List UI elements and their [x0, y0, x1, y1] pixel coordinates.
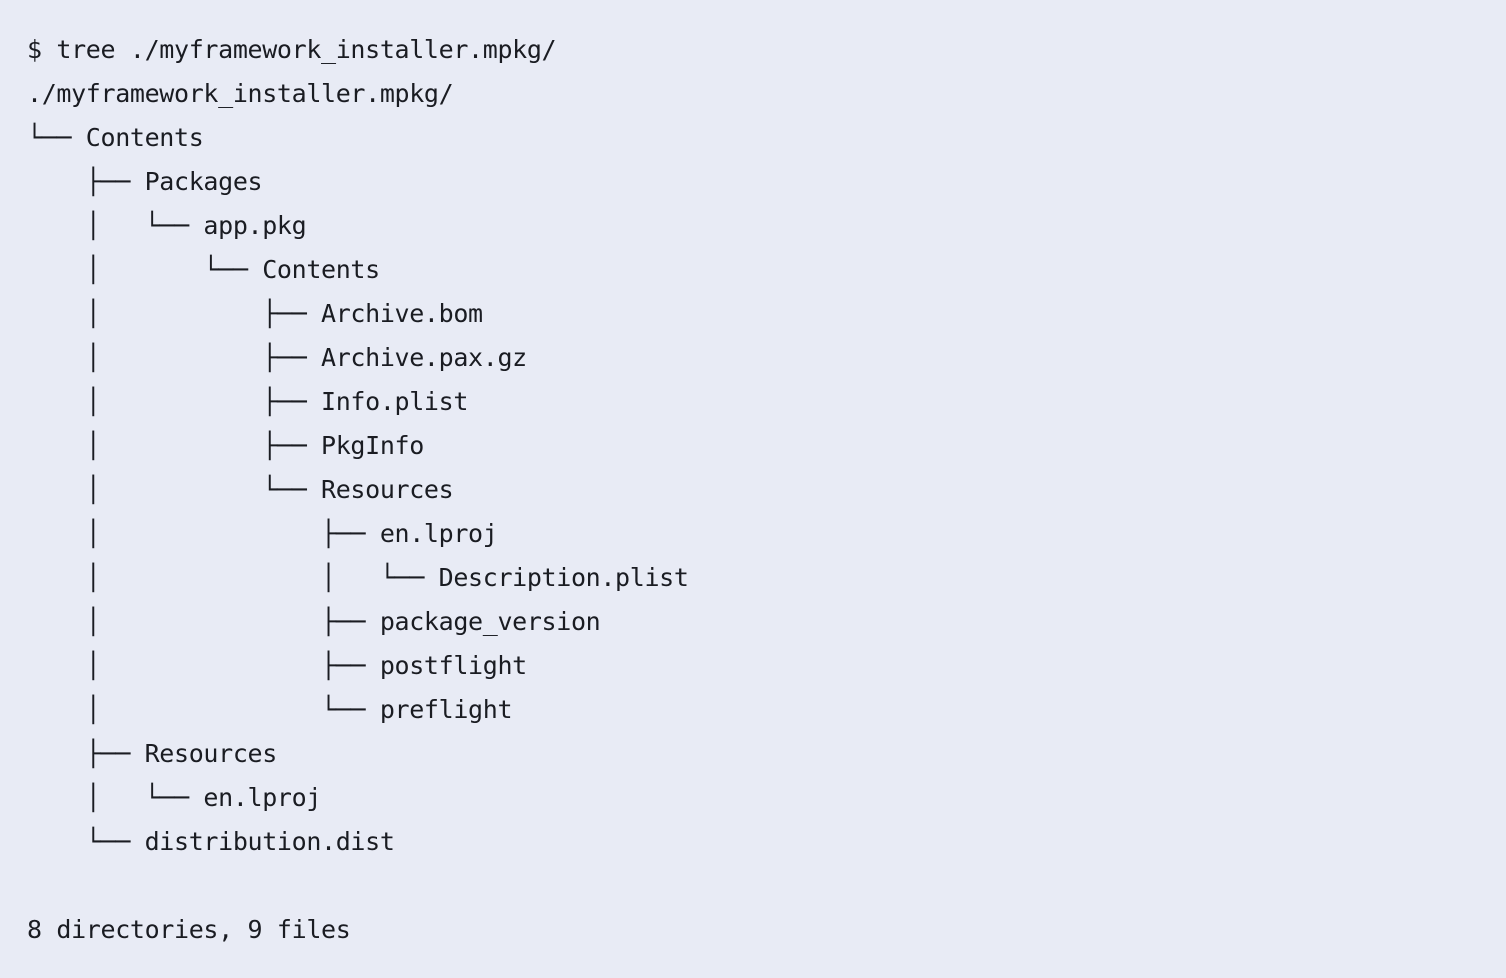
tree-line: │ ├── package_version: [27, 607, 601, 636]
tree-line: │ ├── Archive.bom: [27, 299, 483, 328]
tree-line: │ └── Contents: [27, 255, 380, 284]
tree-line: │ └── Resources: [27, 475, 454, 504]
tree-line: │ └── preflight: [27, 695, 513, 724]
tree-line: │ │ └── Description.plist: [27, 563, 689, 592]
tree-listing: └── Contents ├── Packages │ └── app.pkg …: [27, 116, 1506, 864]
tree-line: │ ├── Info.plist: [27, 387, 469, 416]
spacer-line: [27, 864, 1506, 908]
tree-line: └── Contents: [27, 123, 204, 152]
tree-line: │ └── app.pkg: [27, 211, 307, 240]
tree-line: │ ├── postflight: [27, 651, 527, 680]
tree-root-line: ./myframework_installer.mpkg/: [27, 79, 454, 108]
tree-summary-line: 8 directories, 9 files: [27, 915, 351, 944]
tree-line: │ ├── en.lproj: [27, 519, 498, 548]
tree-line: └── distribution.dist: [27, 827, 395, 856]
tree-line: ├── Packages: [27, 167, 263, 196]
tree-line: │ ├── Archive.pax.gz: [27, 343, 527, 372]
tree-line: │ └── en.lproj: [27, 783, 322, 812]
tree-line: │ ├── PkgInfo: [27, 431, 424, 460]
tree-line: ├── Resources: [27, 739, 277, 768]
command-prompt-line: $ tree ./myframework_installer.mpkg/: [27, 35, 557, 64]
